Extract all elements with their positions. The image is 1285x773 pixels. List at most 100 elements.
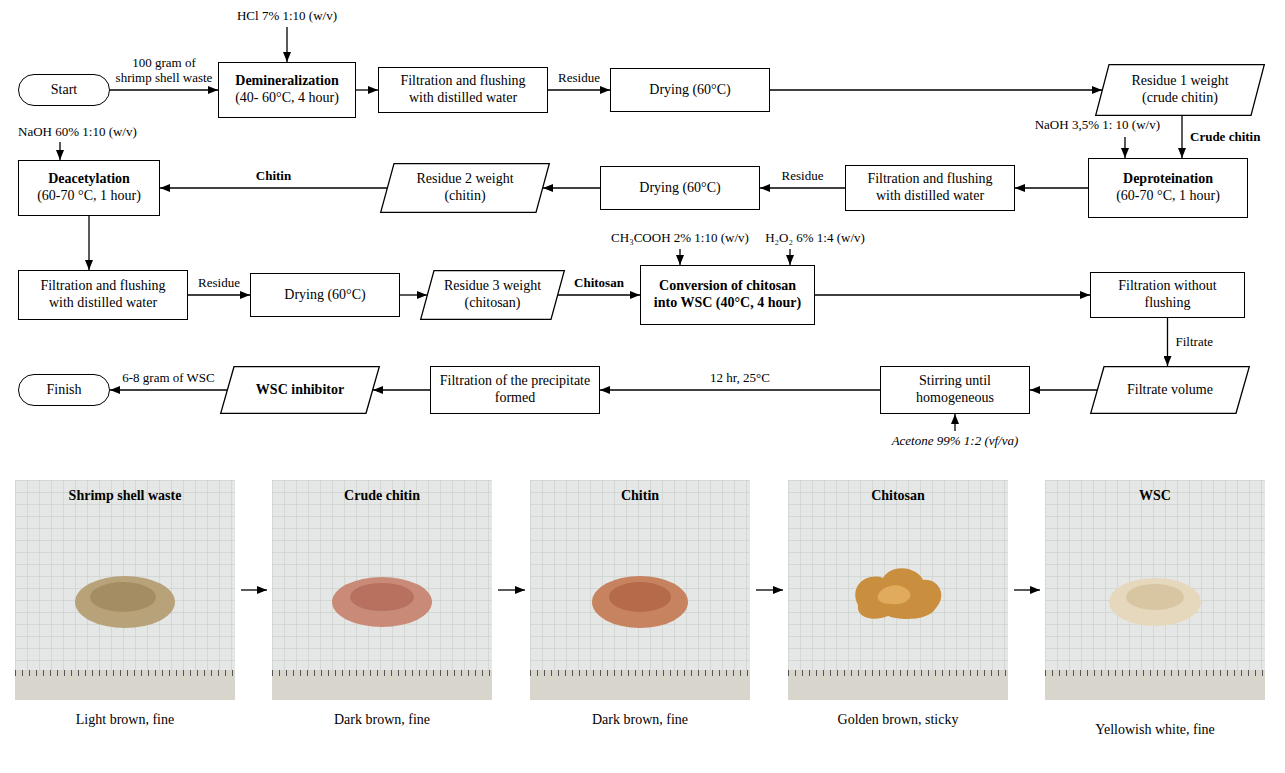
node-text: Residue 3 weight (chitosan) (440, 278, 545, 312)
powder-pile (609, 582, 671, 612)
sample-photo (788, 480, 1008, 700)
process-box: Demineralization(40- 60°C, 4 hour) (218, 62, 356, 118)
photo-arrow (498, 589, 525, 590)
flow-arrow (160, 187, 387, 188)
process-box: Deproteination(60-70 °C, 1 hour) (1088, 158, 1248, 218)
process-box: Drying (60°C) (250, 273, 400, 317)
reagent-label: Acetone 99% 1:2 (vf/va) (880, 433, 1030, 449)
edge-label: Chitosan (572, 275, 626, 291)
node-text: Filtration and flushing with distilled w… (854, 171, 1006, 205)
data-parallelogram: Filtrate volume (1090, 366, 1250, 414)
flow-arrow (1015, 187, 1088, 188)
terminal-box: Finish (18, 374, 110, 406)
photo-arrow (241, 589, 267, 590)
node-text: Filtration without flushing (1099, 278, 1236, 312)
photo-arrow (756, 589, 783, 590)
data-parallelogram: WSC inhibitor (220, 366, 380, 414)
flow-arrow (548, 89, 610, 90)
node-text: Deproteination (1123, 171, 1213, 188)
node-text: Conversion of chitosan into WSC (40°C, 4… (649, 278, 806, 312)
node-text: Stirring until homogeneous (889, 373, 1021, 407)
reagent-arrow (954, 414, 955, 431)
flow-arrow (110, 389, 227, 390)
reagent-label: CH₃COOH 2% 1:10 (w/v) (600, 230, 760, 246)
sample-photo (272, 480, 492, 700)
powder-pile (75, 576, 175, 628)
edge-label: Filtrate (1174, 334, 1216, 350)
ruler (15, 670, 235, 700)
process-box: Filtration of the precipitate formed (430, 366, 600, 414)
node-text: Demineralization (235, 73, 338, 90)
node-text: Deacetylation (48, 171, 130, 188)
photo-ground (788, 480, 1008, 700)
flow-arrow (770, 89, 1102, 90)
reagent-label: HCl 7% 1:10 (w/v) (227, 8, 347, 24)
process-box: Filtration and flushing with distilled w… (378, 67, 548, 113)
node-text: Drying (60°C) (639, 180, 720, 197)
parallelogram-shape (221, 367, 380, 414)
flow-arrow (400, 294, 427, 295)
photo-title: Chitin (530, 488, 750, 505)
powder-pile (1126, 584, 1184, 610)
photo-grid (15, 480, 235, 670)
photo-grid (1045, 480, 1265, 670)
photo-title: Shrimp shell waste (15, 488, 235, 505)
node-text: Finish (46, 382, 81, 399)
reagent-arrow (1124, 137, 1125, 158)
flow-arrow (558, 294, 640, 295)
flow-arrow (543, 187, 600, 188)
edge-label: Residue (556, 70, 602, 86)
process-box: Stirring until homogeneous (880, 366, 1030, 414)
sticky-pile (855, 568, 941, 619)
flow-arrow (373, 389, 430, 390)
node-text: (40- 60°C, 4 hour) (235, 90, 339, 107)
process-box: Drying (60°C) (610, 68, 770, 112)
node-text: (60-70 °C, 1 hour) (37, 188, 141, 205)
powder-pile (90, 582, 156, 612)
process-box: Conversion of chitosan into WSC (40°C, 4… (640, 265, 815, 325)
flow-arrow (815, 294, 1090, 295)
process-box: Drying (60°C) (600, 166, 760, 210)
process-box: Filtration and flushing with distilled w… (845, 165, 1015, 211)
node-text: Filtration and flushing with distilled w… (27, 278, 179, 312)
node-text: Residue 1 weight (crude chitin) (1115, 73, 1245, 107)
parallelogram-shape (1091, 367, 1250, 414)
reagent-label: H₂O₂ 6% 1:4 (w/v) (755, 230, 875, 246)
flow-arrow (110, 89, 218, 90)
ruler (272, 670, 492, 700)
process-box: Filtration and flushing with distilled w… (18, 270, 188, 320)
node-text: Filtrate volume (1127, 382, 1213, 399)
process-box: Deacetylation(60-70 °C, 1 hour) (18, 160, 160, 216)
edge-label: Crude chitin (1188, 129, 1262, 145)
ruler-ticks (788, 670, 1008, 680)
flow-arrow (600, 389, 880, 390)
photo-title: Crude chitin (272, 488, 492, 505)
edge-label: 12 hr, 25°C (708, 370, 772, 386)
edge-label: 100 gram of shrimp shell waste (112, 55, 216, 86)
node-text: (60-70 °C, 1 hour) (1116, 188, 1220, 205)
reagent-arrow (789, 249, 790, 265)
flow-arrow (1181, 116, 1182, 158)
powder-pile (592, 576, 688, 628)
flow-arrow (1030, 389, 1097, 390)
node-text: Drying (60°C) (649, 82, 730, 99)
sample-photo (530, 480, 750, 700)
powder-pile (350, 583, 414, 611)
node-text: Start (51, 82, 77, 99)
process-box: Filtration without flushing (1090, 272, 1245, 318)
ruler (530, 670, 750, 700)
flow-arrow (1167, 318, 1168, 366)
ruler-ticks (1045, 670, 1265, 680)
powder-pile (1109, 578, 1201, 626)
reagent-label: NaOH 60% 1:10 (w/v) (18, 124, 168, 140)
sample-photo (15, 480, 235, 700)
parallelogram-shape (421, 271, 565, 320)
terminal-box: Start (18, 74, 110, 106)
ruler-ticks (530, 670, 750, 680)
sticky-pile (878, 585, 911, 604)
photo-ground (15, 480, 235, 700)
edge-label: Chitin (254, 168, 293, 184)
node-text: Drying (60°C) (284, 287, 365, 304)
photo-caption: Dark brown, fine (272, 712, 492, 729)
